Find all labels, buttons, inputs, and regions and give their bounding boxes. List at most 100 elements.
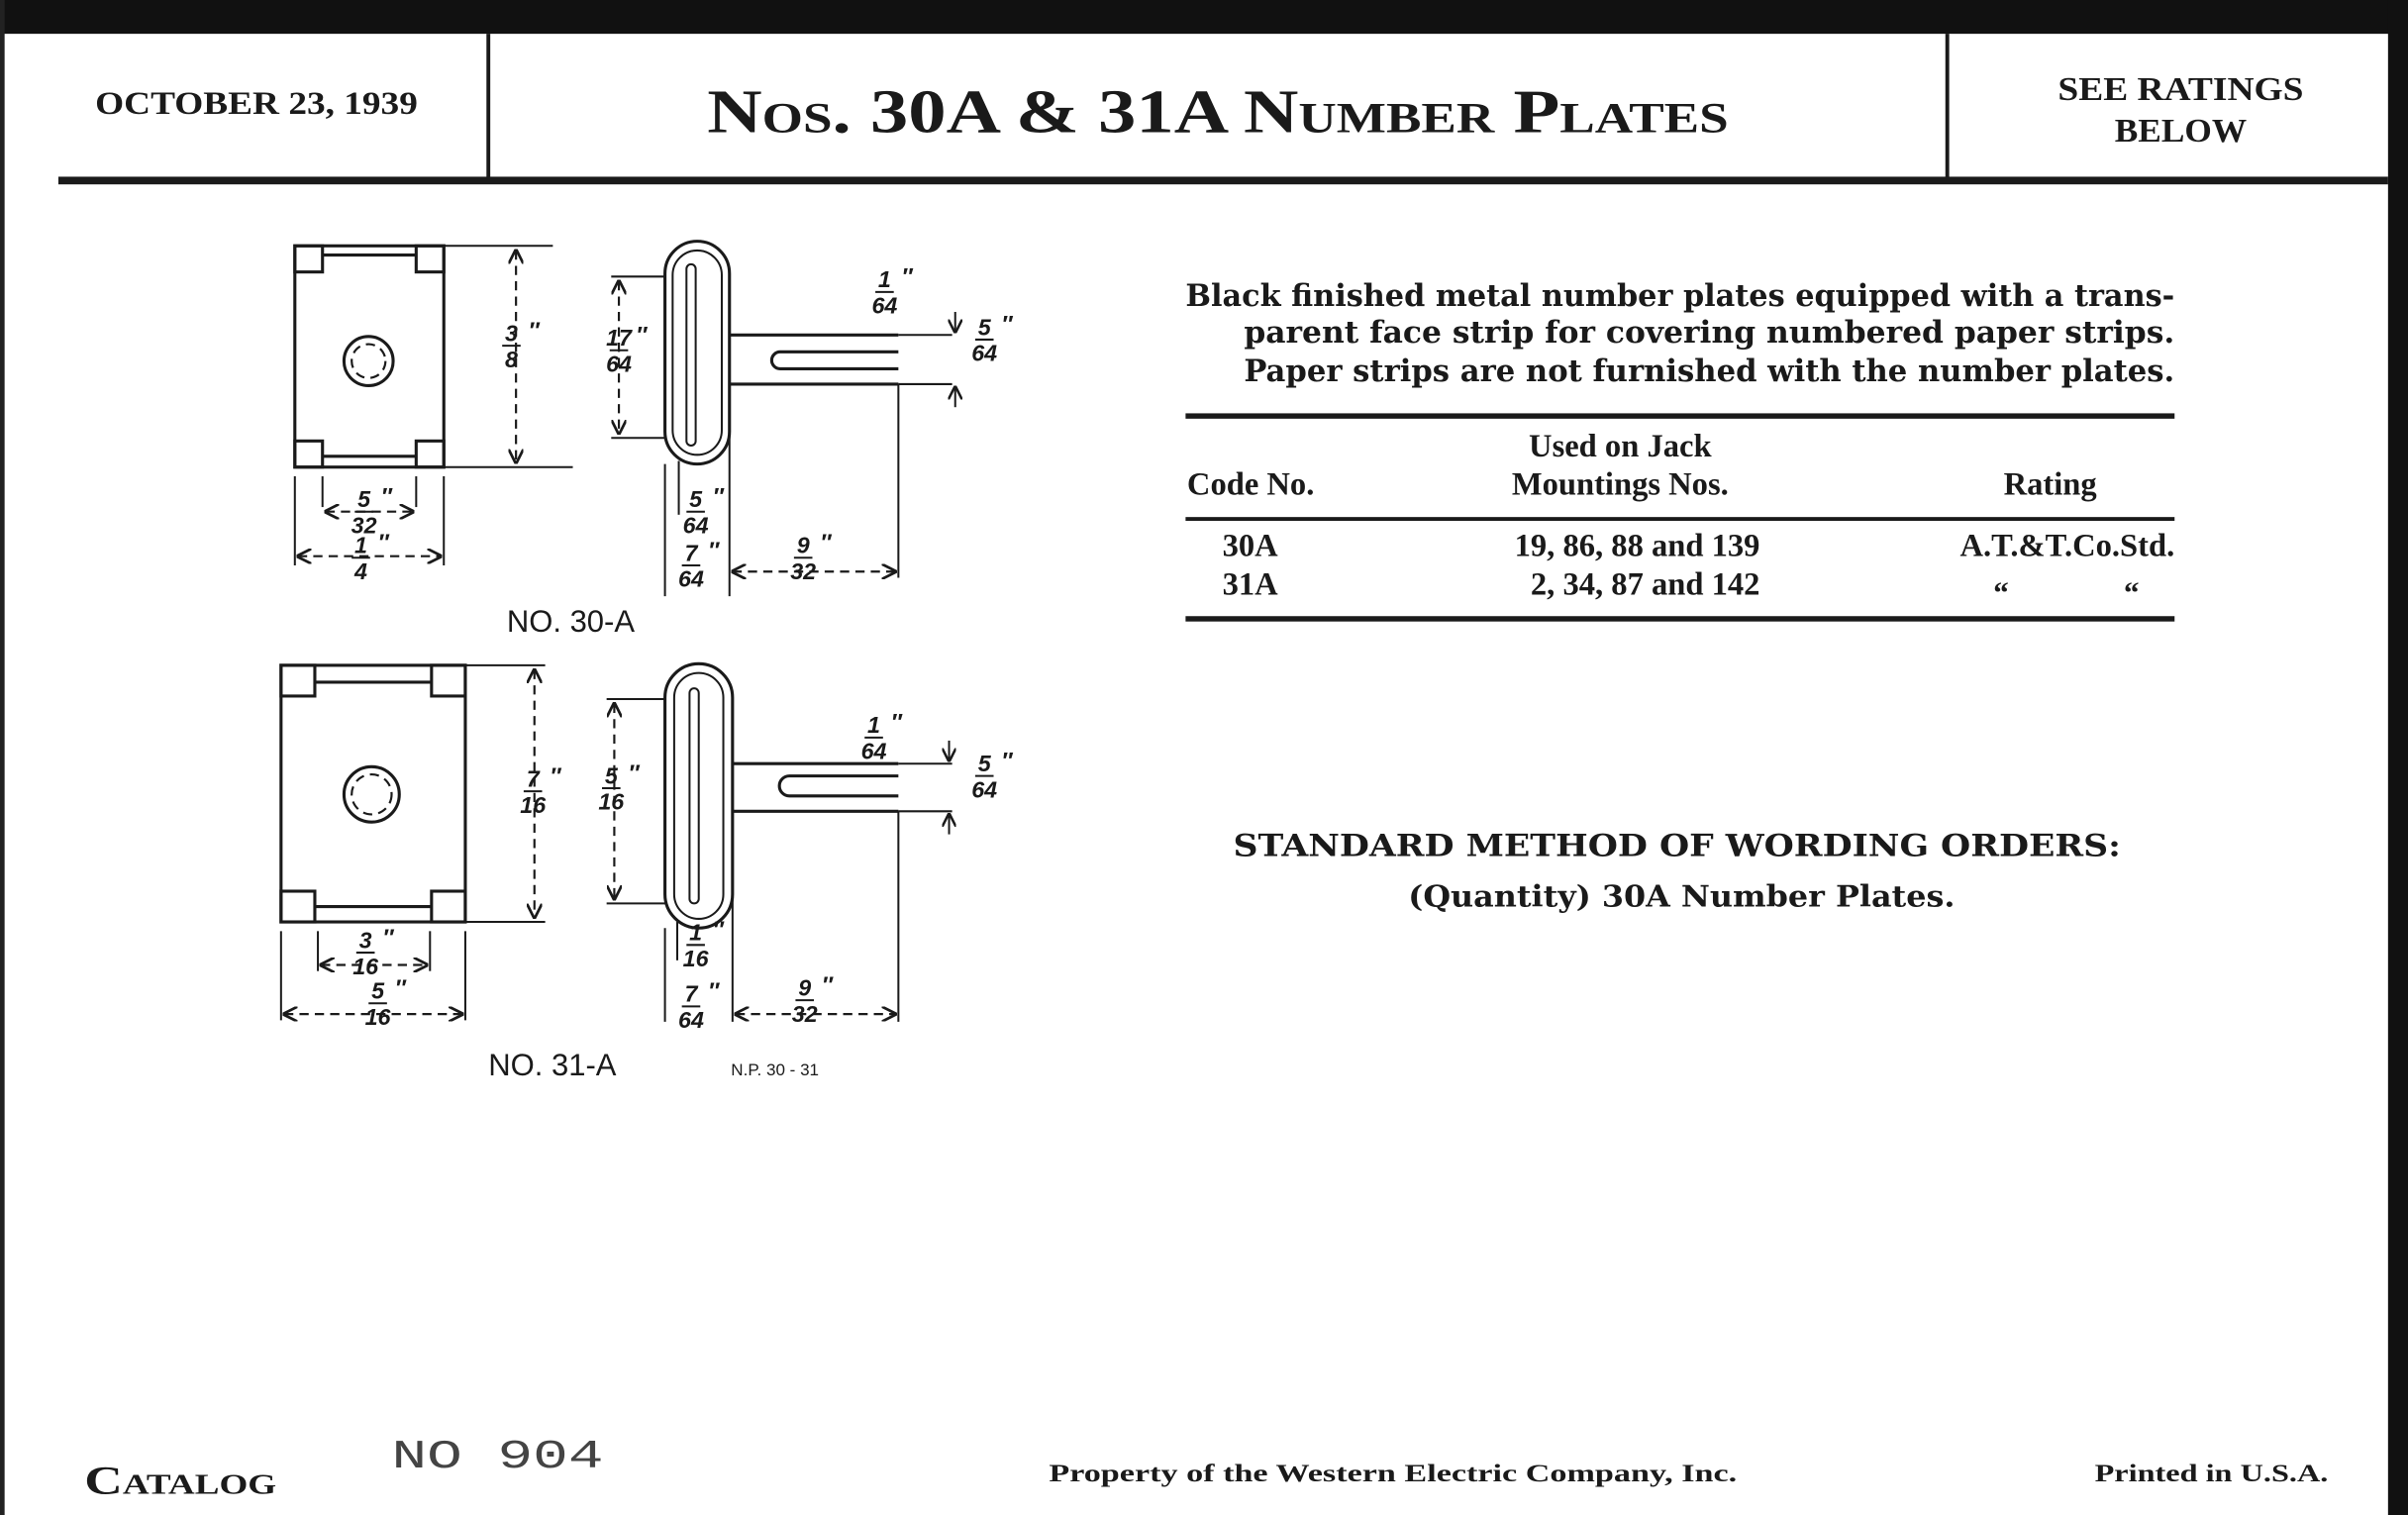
fraction-numerator: 5 bbox=[605, 762, 619, 788]
drawing-reference: N.P. 30 - 31 bbox=[731, 1060, 819, 1079]
dimension-fraction: 716″ bbox=[520, 762, 561, 817]
cell-code: 31A bbox=[1223, 567, 1279, 603]
fraction-denominator: 64 bbox=[678, 1007, 704, 1033]
dimension-fraction: 316″ bbox=[352, 924, 394, 978]
front-view-31a bbox=[279, 663, 546, 1020]
header-ratings-line1: SEE RATINGS bbox=[2057, 71, 2303, 108]
fraction-denominator: 64 bbox=[871, 293, 897, 319]
fraction-denominator: 16 bbox=[352, 954, 379, 979]
description-line-3: Paper strips are not furnished with the … bbox=[1244, 354, 2174, 389]
inch-mark: ″ bbox=[708, 978, 720, 1004]
fraction-denominator: 64 bbox=[606, 352, 632, 377]
page-title: Nos. 30A & 31A Number Plates bbox=[707, 78, 1728, 146]
inch-mark: ″ bbox=[1001, 311, 1013, 337]
ordering-example: (Quantity) 30A Number Plates. bbox=[1408, 879, 1955, 914]
footer: Catalog NO 904 Property of the Western E… bbox=[84, 1435, 2328, 1502]
fraction-numerator: 7 bbox=[527, 765, 541, 791]
ordering-instructions: STANDARD METHOD OF WORDING ORDERS: (Quan… bbox=[1233, 828, 2120, 913]
column-header-code: Code No. bbox=[1187, 467, 1314, 503]
fraction-numerator: 5 bbox=[978, 751, 992, 776]
front-view-30a bbox=[293, 244, 573, 566]
dimension-fraction: 164″ bbox=[871, 263, 913, 318]
dimension-fraction: 532″ bbox=[351, 483, 393, 538]
side-view-31a bbox=[606, 661, 953, 1022]
dimension-fraction: 932″ bbox=[790, 530, 832, 584]
inch-mark: ″ bbox=[1001, 748, 1013, 773]
inch-mark: ″ bbox=[378, 530, 390, 556]
table-header-rule bbox=[1185, 517, 2175, 522]
fraction-numerator: 1 bbox=[354, 533, 367, 558]
fraction-denominator: 4 bbox=[353, 558, 367, 584]
cell-mountings: 19, 86, 88 and 139 bbox=[1515, 529, 1760, 564]
fraction-numerator: 5 bbox=[371, 978, 385, 1004]
mounting-hole bbox=[342, 335, 395, 388]
inch-mark: ″ bbox=[550, 762, 561, 788]
header-ratings-line2: BELOW bbox=[2115, 113, 2247, 150]
description-line-1: Black finished metal number plates equip… bbox=[1185, 278, 2174, 314]
inch-mark: ″ bbox=[891, 709, 903, 735]
fraction-numerator: 1 bbox=[878, 266, 891, 292]
drawing-label-30a: NO. 30-A bbox=[507, 604, 636, 639]
inch-mark: ″ bbox=[395, 975, 407, 1001]
dimension-fraction: 764″ bbox=[678, 978, 720, 1033]
catalog-label: Catalog bbox=[84, 1458, 276, 1502]
description-line-2: parent face strip for covering numbered … bbox=[1244, 315, 2174, 351]
description: Black finished metal number plates equip… bbox=[1185, 278, 2174, 389]
dimension-fraction: 116″ bbox=[683, 917, 725, 971]
side-view-30a bbox=[611, 240, 954, 597]
column-header-mountings-2: Mountings Nos. bbox=[1512, 467, 1729, 503]
scan-top-border bbox=[0, 0, 2408, 35]
fraction-denominator: 16 bbox=[598, 789, 625, 815]
inch-mark: ″ bbox=[713, 917, 725, 943]
fraction-denominator: 16 bbox=[520, 792, 547, 818]
printed-in-usa: Printed in U.S.A. bbox=[2095, 1461, 2329, 1487]
drawing-label-31a: NO. 31-A bbox=[488, 1048, 617, 1082]
fraction-numerator: 17 bbox=[606, 325, 633, 351]
fraction-numerator: 3 bbox=[505, 320, 518, 346]
fraction-denominator: 32 bbox=[351, 512, 377, 538]
fraction-numerator: 5 bbox=[978, 314, 992, 340]
dimension-fraction: 14 ″ bbox=[351, 530, 390, 584]
fraction-denominator: 64 bbox=[971, 776, 997, 802]
inch-mark: ″ bbox=[822, 971, 834, 997]
ratings-table: Used on Jack Code No. Mountings Nos. Rat… bbox=[1185, 413, 2175, 622]
drawing-31a: NO. 31-A N.P. 30 - 31 bbox=[279, 661, 953, 1082]
inch-mark: ″ bbox=[636, 322, 648, 348]
fraction-numerator: 1 bbox=[867, 712, 880, 738]
dimension-fraction: 164″ bbox=[861, 709, 903, 763]
fraction-numerator: 3 bbox=[359, 927, 372, 953]
inch-mark: ″ bbox=[708, 537, 720, 562]
fraction-denominator: 64 bbox=[683, 512, 709, 538]
table-top-rule bbox=[1185, 413, 2175, 419]
table-row: 31A 2, 34, 87 and 142 “ “ bbox=[1223, 567, 2140, 610]
catalog-number-stamp: NO 904 bbox=[392, 1435, 604, 1480]
inch-mark: ″ bbox=[382, 924, 394, 950]
fraction-denominator: 8 bbox=[505, 347, 518, 372]
inch-mark: ″ bbox=[628, 759, 640, 785]
fraction-numerator: 7 bbox=[684, 981, 698, 1007]
fraction-denominator: 32 bbox=[790, 558, 816, 584]
fraction-numerator: 9 bbox=[797, 533, 810, 558]
cell-mountings: 2, 34, 87 and 142 bbox=[1531, 567, 1760, 603]
dimension-labels: 38″532″14″1764″164″564″564″764″932″716″5… bbox=[351, 263, 1014, 1033]
mounting-hole bbox=[342, 764, 401, 824]
column-header-mountings-1: Used on Jack bbox=[1529, 429, 1712, 464]
fraction-denominator: 16 bbox=[683, 946, 710, 971]
fraction-numerator: 5 bbox=[689, 486, 703, 512]
cell-rating: A.T.&T.Co.Std. bbox=[1959, 529, 2174, 564]
ordering-title: STANDARD METHOD OF WORDING ORDERS: bbox=[1233, 828, 2120, 863]
cell-rating-ditto: “ bbox=[1993, 574, 2009, 609]
column-header-rating: Rating bbox=[2004, 467, 2097, 503]
dimension-fraction: 516″ bbox=[598, 759, 640, 814]
header: OCTOBER 23, 1939 Nos. 30A & 31A Number P… bbox=[57, 34, 2388, 185]
table-bottom-rule bbox=[1185, 616, 2175, 622]
fraction-denominator: 64 bbox=[971, 341, 997, 366]
dimension-fraction: 564″ bbox=[683, 483, 725, 538]
fraction-denominator: 16 bbox=[365, 1004, 392, 1030]
fraction-numerator: 5 bbox=[357, 486, 371, 512]
fraction-numerator: 1 bbox=[689, 920, 702, 946]
dimension-fraction: 564″ bbox=[971, 748, 1013, 802]
dimension-fraction: 38″ bbox=[502, 317, 541, 372]
